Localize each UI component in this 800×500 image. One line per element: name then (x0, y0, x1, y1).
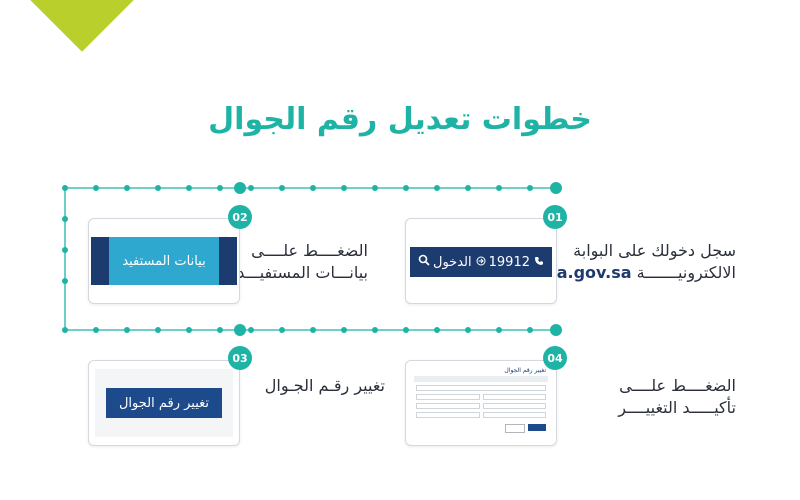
login-button[interactable]: الدخول (433, 255, 486, 270)
connector-dot (341, 327, 347, 333)
form-info-bar (414, 376, 548, 382)
form-buttons (416, 424, 546, 433)
step-01-card: الدخول 19912 (405, 218, 557, 304)
confirm-change-button[interactable] (528, 424, 546, 431)
connector-dot (279, 327, 285, 333)
cancel-button[interactable] (505, 424, 525, 433)
connector-dot (186, 185, 192, 191)
connector-dot (62, 216, 68, 222)
step-02-text: الضغــــط علــــى بيانـــات المستفيـــد (208, 240, 368, 284)
search-icon[interactable] (418, 254, 430, 270)
connector-dot (403, 327, 409, 333)
form-input[interactable] (482, 412, 546, 418)
step-03-line1: تغيير رقـم الجـوال (264, 376, 385, 395)
change-number-area: تغيير رقم الجوال (95, 369, 233, 437)
beneficiary-panel: بيانات المستفيد (91, 237, 237, 285)
login-label: الدخول (433, 254, 472, 270)
step-01-badge: 01 (543, 205, 567, 229)
form-row (416, 412, 546, 418)
form-input[interactable] (482, 403, 546, 409)
connector-dot (434, 185, 440, 191)
connector-dot (217, 185, 223, 191)
phone-number-text: 19912 (488, 254, 530, 270)
connector-dot (93, 185, 99, 191)
change-number-form: تغيير رقم الجوال (412, 365, 550, 441)
connector-dot (155, 327, 161, 333)
page-title: خطوات تعديل رقم الجوال (208, 102, 592, 137)
connector-dot (434, 327, 440, 333)
connector-dot (124, 185, 130, 191)
connector-dot (496, 185, 502, 191)
step-02-badge: 02 (228, 205, 252, 229)
connector-dot (527, 185, 533, 191)
connector-dot (496, 327, 502, 333)
login-icon (476, 255, 486, 270)
step-01-line2-text: الالكترونيـــــــة (636, 263, 736, 282)
portal-domain-link[interactable]: ca.gov.sa (547, 263, 632, 282)
step-01-line2: الالكترونيـــــــة ca.gov.sa (536, 262, 736, 284)
step-04-text: الضغــــط علــــى تأكيـــــد التغييــــر (556, 375, 736, 419)
step-03-card: تغيير رقم الجوال (88, 360, 240, 446)
connector-dot (341, 185, 347, 191)
form-row (416, 394, 546, 400)
phone-icon (534, 255, 544, 270)
connector-dot (62, 247, 68, 253)
form-input[interactable] (482, 394, 546, 400)
connector-dot (62, 185, 68, 191)
connector-dot (93, 327, 99, 333)
connector-dot (217, 327, 223, 333)
step-01-line1: سجل دخولك على البوابة (573, 241, 736, 260)
form-title: تغيير رقم الجوال (504, 367, 546, 374)
step-01-text: سجل دخولك على البوابة الالكترونيـــــــة… (536, 240, 736, 284)
step-04-badge: 04 (543, 346, 567, 370)
connector-dot (124, 327, 130, 333)
connector-dot (62, 278, 68, 284)
step-02-line2: بيانـــات المستفيـــد (237, 263, 368, 282)
connector-dot (234, 182, 246, 194)
form-input[interactable] (416, 394, 480, 400)
step-04-line2: تأكيـــــد التغييــــر (618, 398, 736, 417)
connector-dot (248, 185, 254, 191)
connector-dot (527, 327, 533, 333)
step-02-card: بيانات المستفيد (88, 218, 240, 304)
connector-dot (155, 185, 161, 191)
step-03-badge: 03 (228, 346, 252, 370)
connector-dot (550, 182, 562, 194)
step-02-line1: الضغــــط علــــى (251, 241, 368, 260)
form-row (416, 385, 546, 391)
connector-dot (279, 185, 285, 191)
form-input[interactable] (416, 403, 480, 409)
form-input[interactable] (416, 385, 546, 391)
connector-dot (403, 185, 409, 191)
step-04-line1: الضغــــط علــــى (619, 376, 736, 395)
form-row (416, 403, 546, 409)
step-03-text: تغيير رقـم الجـوال (215, 375, 385, 397)
connector-dot (62, 327, 68, 333)
phone-number[interactable]: 19912 (489, 255, 544, 270)
connector-dot (234, 324, 246, 336)
connector-dot (186, 327, 192, 333)
connector-dot (550, 324, 562, 336)
connector-dot (310, 185, 316, 191)
connector-dot (465, 327, 471, 333)
connector-dot (372, 185, 378, 191)
connector-dot (248, 327, 254, 333)
connector-dot (465, 185, 471, 191)
form-input[interactable] (416, 412, 480, 418)
beneficiary-data-button[interactable]: بيانات المستفيد (109, 237, 219, 285)
step-04-card: تغيير رقم الجوال (405, 360, 557, 446)
connector-dot (372, 327, 378, 333)
portal-login-bar: الدخول 19912 (410, 247, 552, 277)
connector-dot (310, 327, 316, 333)
change-mobile-number-button[interactable]: تغيير رقم الجوال (106, 388, 222, 418)
